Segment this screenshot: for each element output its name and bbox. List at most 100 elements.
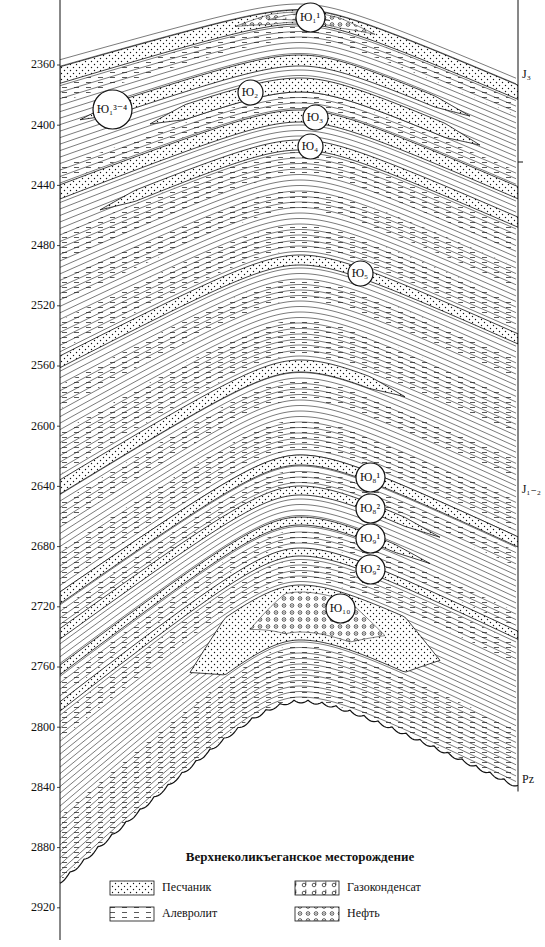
horizon-label: Ю₅ [352, 267, 369, 279]
bedding-line [60, 373, 516, 495]
legend-swatch [295, 881, 339, 895]
bedding-line [60, 659, 516, 833]
horizon-circle: Ю₁₀ [325, 593, 356, 624]
bedding-line [60, 461, 516, 599]
stratigraphic-index: J₁₋₂ [522, 483, 541, 496]
depth-tick [57, 606, 60, 607]
horizon-label: Ю₂ [242, 86, 259, 98]
unconformity-line [60, 700, 518, 883]
depth-tick [57, 366, 60, 367]
circle-shape [238, 80, 263, 105]
depth-label: 2560 [31, 359, 55, 372]
depth-label: 2520 [31, 299, 55, 312]
depth-tick [57, 305, 60, 306]
depth-tick [57, 667, 60, 668]
depth-label: 2400 [31, 119, 55, 132]
depth-tick [57, 65, 60, 66]
circle-shape [356, 524, 385, 553]
bedding-line [60, 675, 516, 852]
fluid-fill [250, 592, 385, 642]
depth-label: 2720 [31, 600, 55, 613]
depth-label: 2360 [31, 58, 55, 71]
depth-label: 2880 [31, 841, 55, 854]
depth-label: 2600 [31, 420, 55, 433]
bedding-line [60, 653, 516, 826]
legend-label: Алевролит [162, 907, 217, 920]
horizon-label: Ю₁³⁻⁴ [97, 103, 128, 115]
depth-label: 2640 [31, 480, 55, 493]
circle-shape [356, 463, 385, 492]
circle-shape [356, 494, 385, 523]
bedding-line [60, 208, 516, 300]
caption: Верхнеколикъеганское месторождение [186, 850, 414, 864]
depth-axis [60, 0, 61, 940]
sandstone-band [60, 110, 518, 199]
bedding-line [60, 285, 516, 391]
boundary-tick [518, 162, 523, 163]
depth-tick [57, 125, 60, 126]
horizon-label: Ю₈¹ [360, 471, 380, 483]
legend-label: Нефть [347, 907, 380, 920]
horizon-circle: Ю₉² [355, 554, 386, 585]
circle-shape [303, 105, 328, 130]
legend-label: Песчаник [162, 881, 211, 894]
bedding-line [60, 521, 516, 670]
depth-tick [57, 185, 60, 186]
depth-tick [57, 426, 60, 427]
bedding-line [60, 670, 516, 846]
horizon-circle: Ю₁³⁻⁴ [92, 89, 133, 130]
bedding-line [60, 367, 516, 488]
bedding-line [60, 169, 516, 254]
circle-shape [326, 594, 355, 623]
bedding-line [60, 692, 516, 871]
horizon-circle: Ю₅ [347, 260, 374, 287]
bedding-line [60, 268, 516, 371]
bedding-line [60, 648, 516, 820]
depth-label: 2840 [31, 781, 55, 794]
bedding-line [60, 686, 516, 864]
depth-tick [57, 847, 60, 848]
horizon-label: Ю₉² [360, 563, 380, 575]
stratigraphic-index: J₃ [522, 68, 531, 81]
bedding-line [60, 538, 516, 690]
bedding-line [60, 681, 516, 858]
section-edge [518, 0, 519, 792]
circle-shape [296, 3, 325, 32]
legend-label: Газоконденсат [347, 881, 421, 894]
depth-label: 2440 [31, 179, 55, 192]
stratigraphic-index: Pz [522, 773, 534, 786]
horizon-circle: Ю₂ [237, 79, 264, 106]
circle-shape [348, 261, 373, 286]
depth-tick [57, 546, 60, 547]
circle-shape [298, 134, 323, 159]
bedding-line [60, 197, 516, 287]
circle-shape [93, 90, 132, 129]
depth-tick [57, 245, 60, 246]
depth-label: 2680 [31, 540, 55, 553]
depth-tick [57, 727, 60, 728]
strata [60, 4, 518, 881]
bedding-line [60, 142, 516, 222]
horizon-label: Ю₉¹ [360, 532, 380, 544]
depth-label: 2920 [31, 901, 55, 914]
bedding-line [60, 323, 516, 436]
depth-label: 2480 [31, 239, 55, 252]
legend-swatch [110, 881, 154, 895]
sandstone-band [190, 585, 440, 675]
legend-swatch [110, 907, 154, 921]
bedding-line [60, 164, 516, 248]
horizon-circle: Ю₉¹ [355, 523, 386, 554]
depth-label: 2800 [31, 721, 55, 734]
horizon-circle: Ю₈¹ [355, 462, 386, 493]
depth-tick [57, 486, 60, 487]
horizon-circle: Ю₃ [302, 104, 329, 131]
horizon-circle: Ю₄ [297, 133, 324, 160]
siltstone-band [60, 380, 518, 527]
bedding-line [60, 620, 516, 787]
sandstone-band [60, 548, 518, 711]
bedding-line [60, 642, 516, 813]
bedding-line [60, 697, 516, 877]
